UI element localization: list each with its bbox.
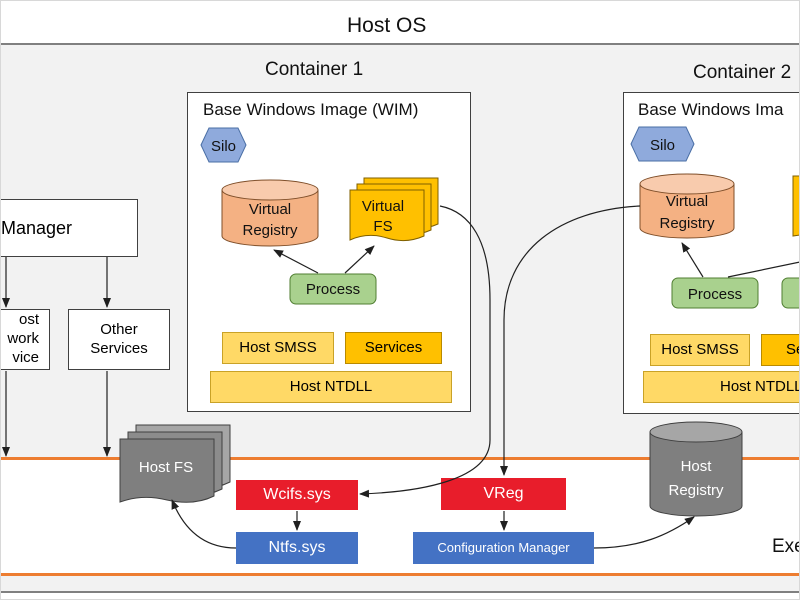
container2-process-label: Process bbox=[688, 286, 742, 303]
container2-host-ntdll: Host NTDLL bbox=[643, 371, 800, 403]
manager-box: Manager bbox=[0, 199, 138, 257]
host-registry-line1: Host bbox=[681, 458, 713, 475]
container2-process-box-2 bbox=[781, 277, 800, 309]
executive-label: Exe bbox=[772, 536, 800, 557]
container2-host-smss: Host SMSS bbox=[650, 334, 750, 366]
container1-virtual-registry-line1: Virtual bbox=[249, 201, 291, 218]
host-network-service-box: ost work vice bbox=[0, 309, 50, 370]
container1-virtual-registry-line2: Registry bbox=[242, 222, 298, 239]
container2-title: Container 2 bbox=[693, 62, 792, 83]
host-os-title: Host OS bbox=[347, 14, 427, 37]
container2-services: Se bbox=[761, 334, 800, 366]
wcifs-sys-box: Wcifs.sys bbox=[236, 480, 358, 510]
host-network-service-line2: work bbox=[7, 330, 39, 348]
manager-label: Manager bbox=[1, 217, 73, 238]
other-services-box: Other Services bbox=[68, 309, 170, 370]
container2-virtual-registry-cylinder: Virtual Registry bbox=[639, 173, 735, 239]
container1-host-ntdll: Host NTDLL bbox=[210, 371, 452, 403]
container2-process-box: Process bbox=[671, 277, 759, 309]
container2-virtual-registry-line2: Registry bbox=[659, 215, 715, 232]
container1-process-label: Process bbox=[306, 281, 360, 298]
container1-silo-label: Silo bbox=[211, 138, 236, 155]
container1-title: Container 1 bbox=[265, 59, 364, 80]
other-services-line1: Other bbox=[100, 320, 138, 338]
host-network-service-line3: vice bbox=[12, 348, 39, 366]
container2-image-title: Base Windows Ima bbox=[638, 100, 784, 119]
kernel-bottom-line bbox=[0, 573, 800, 576]
container2-virtual-registry-line1: Virtual bbox=[666, 193, 708, 210]
container2-virtual-fs-stack bbox=[792, 175, 800, 237]
host-registry-line2: Registry bbox=[668, 482, 724, 499]
container1-silo-hexagon: Silo bbox=[200, 127, 247, 163]
container1-process-box: Process bbox=[289, 273, 377, 305]
host-registry-cylinder: Host Registry bbox=[649, 421, 743, 517]
kernel-top-line bbox=[0, 457, 800, 460]
host-network-service-line1: ost bbox=[18, 311, 39, 329]
container1-virtual-fs-line2: FS bbox=[373, 218, 392, 235]
container1-virtual-fs-line1: Virtual bbox=[362, 198, 404, 215]
ntfs-sys-box: Ntfs.sys bbox=[236, 532, 358, 564]
other-services-line2: Services bbox=[90, 339, 148, 357]
container1-services: Services bbox=[345, 332, 442, 364]
container2-silo-hexagon: Silo bbox=[630, 126, 695, 162]
configuration-manager-box: Configuration Manager bbox=[413, 532, 594, 564]
container2-silo-label: Silo bbox=[650, 137, 675, 154]
vreg-box: VReg bbox=[441, 478, 566, 510]
container1-virtual-registry-cylinder: Virtual Registry bbox=[221, 179, 319, 247]
container1-virtual-fs-stack: Virtual FS bbox=[349, 177, 439, 242]
container1-host-smss: Host SMSS bbox=[222, 332, 334, 364]
host-fs-label: Host FS bbox=[139, 459, 193, 476]
host-fs-stack: Host FS bbox=[119, 424, 231, 503]
container1-image-title: Base Windows Image (WIM) bbox=[203, 100, 419, 119]
